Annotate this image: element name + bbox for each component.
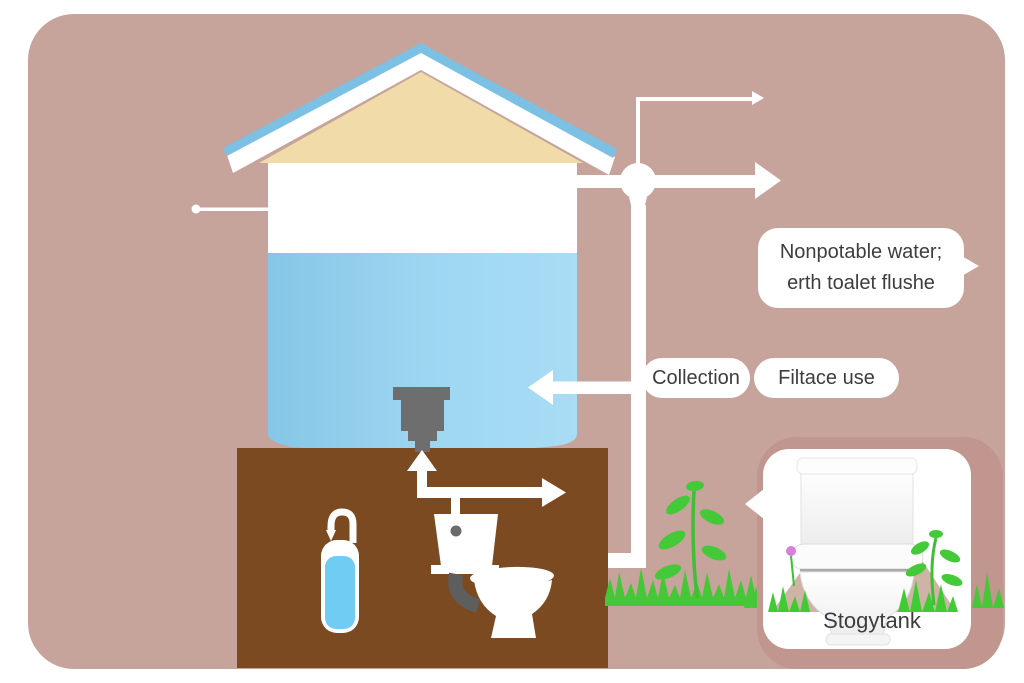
grass-tuft-right-edge xyxy=(972,572,1004,608)
thin-arrow-line xyxy=(636,97,754,101)
filtace-use-label-text: Filtace use xyxy=(778,366,875,389)
bubble-tail xyxy=(960,255,979,277)
pipe-junction xyxy=(620,163,656,199)
tank-valve-icon xyxy=(393,387,450,452)
storage-tank-label-text: Stogytank xyxy=(823,608,921,633)
downpipe-elbow xyxy=(608,553,640,568)
toilet-silhouette-icon xyxy=(431,514,554,638)
plant-icon xyxy=(654,480,727,599)
nonpotable-line1: Nonpotable water; xyxy=(779,241,943,263)
distribution-arrow-shaft xyxy=(568,175,758,188)
collection-label-text: Collection xyxy=(652,366,740,389)
house-roof xyxy=(223,43,617,175)
collection-arrow-shaft xyxy=(550,381,646,394)
distribution-arrow-head xyxy=(755,162,781,199)
right-arrow-shaft xyxy=(417,487,545,498)
left-pointer-line xyxy=(191,204,273,214)
nonpotable-bubble: Nonpotable water; erth toalet flushe xyxy=(758,228,964,308)
grass-strip xyxy=(605,568,758,606)
water-tank xyxy=(268,160,577,453)
tank-upper-white xyxy=(268,160,577,256)
toilet-feed-pipe xyxy=(451,497,460,516)
flower-icon xyxy=(786,546,796,587)
tank-water xyxy=(268,253,577,453)
panel-tail xyxy=(745,489,764,519)
toilet-photo-icon xyxy=(790,457,924,646)
gutter-pipe-network xyxy=(528,91,781,568)
collection-label: Collection xyxy=(642,358,750,398)
roof-tan-fill xyxy=(259,72,583,163)
panel-plant-right xyxy=(898,530,963,612)
panel-grass-left xyxy=(768,586,810,612)
nonpotable-line2: erth toalet flushe xyxy=(787,272,935,294)
grass-tuft-small xyxy=(744,586,766,608)
filtace-use-label: Filtace use xyxy=(754,358,899,398)
thin-arrow-head xyxy=(752,91,764,105)
filter-cartridge-icon xyxy=(321,508,359,633)
storage-panel xyxy=(745,437,1003,669)
filter-water xyxy=(325,556,355,629)
up-arrow-shaft xyxy=(417,467,427,498)
up-arrow-head xyxy=(407,450,437,471)
collection-arrow-head xyxy=(528,370,553,405)
right-arrow-head xyxy=(542,478,566,507)
soil-pipe-arrows xyxy=(407,450,566,516)
storage-tank-label: Stogytank xyxy=(772,608,972,634)
